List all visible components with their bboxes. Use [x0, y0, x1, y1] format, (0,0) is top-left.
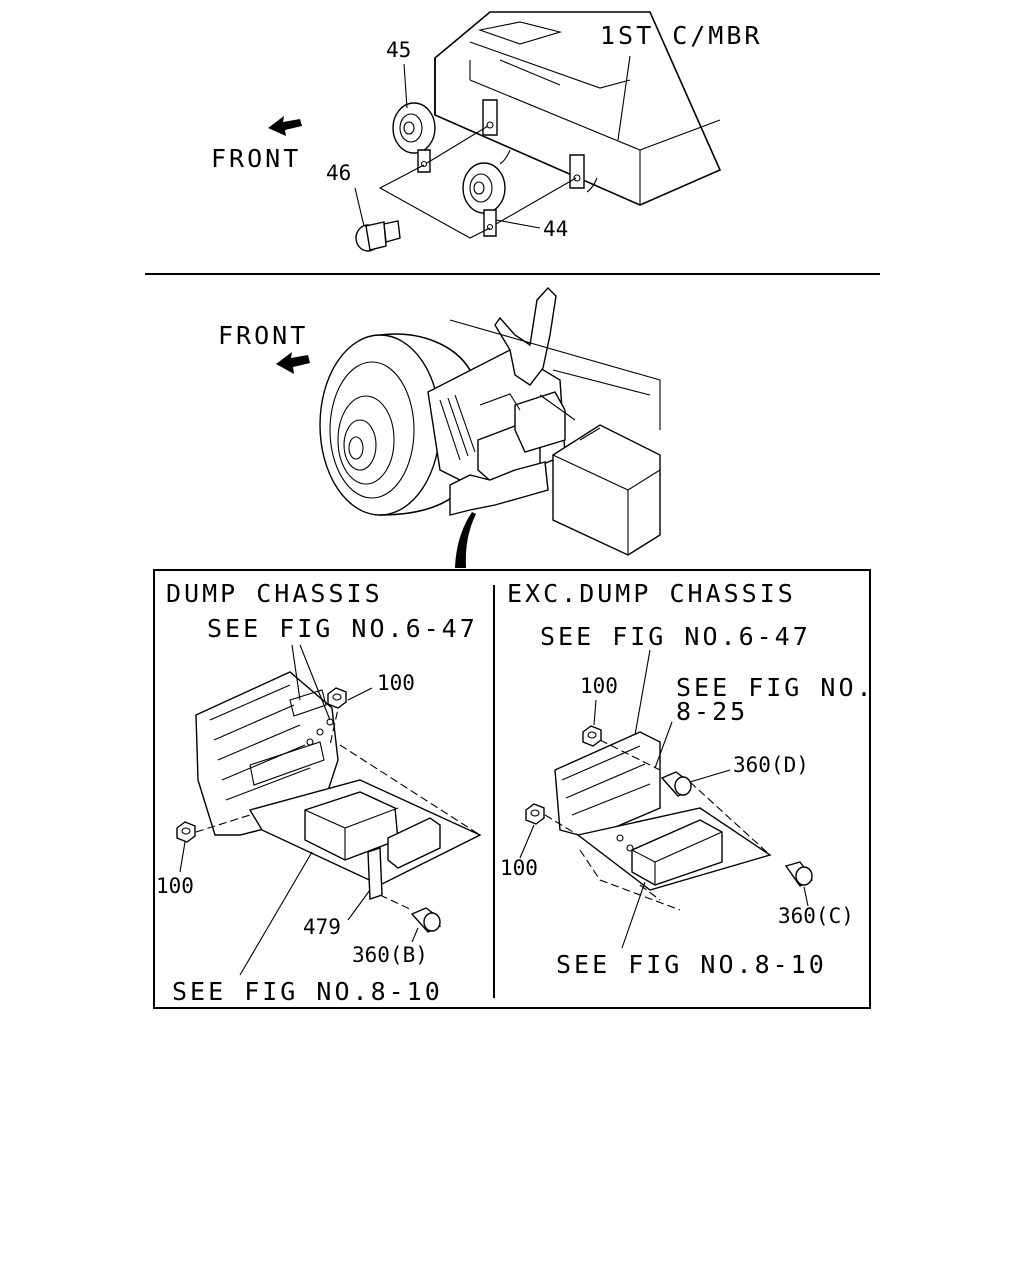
right-callout-360c: 360(C)	[778, 904, 854, 928]
front-label-middle: FRONT	[218, 321, 308, 350]
left-leader-lines	[179, 687, 419, 976]
front-arrow-icon-middle	[276, 352, 310, 374]
detail-box	[153, 569, 871, 1009]
dump-chassis-title: DUMP CHASSIS	[166, 579, 383, 608]
right-callout-100-lower: 100	[500, 856, 538, 880]
callout-46: 46	[326, 161, 351, 185]
crossmember-drawing	[434, 11, 722, 206]
horn-lower-44	[462, 162, 506, 237]
dump-bolt-360b	[410, 907, 441, 933]
right-callout-100-upper: 100	[580, 674, 618, 698]
battery-box-drawing	[552, 424, 661, 556]
detail-arrow-icon	[455, 512, 476, 568]
left-callout-100-upper: 100	[377, 671, 415, 695]
front-label-top: FRONT	[211, 144, 301, 173]
leader-lines-top	[354, 55, 631, 229]
right-callout-360d: 360(D)	[733, 753, 809, 777]
assembly-lines-top	[378, 125, 577, 239]
bolt-46	[355, 220, 401, 252]
dump-carrier-drawing	[195, 671, 482, 900]
left-see-fig-6-47: SEE FIG NO.6-47	[207, 614, 478, 643]
crossmember-label: 1ST C/MBR	[600, 21, 762, 50]
right-see-fig-8-10: SEE FIG NO.8-10	[556, 950, 827, 979]
callout-44: 44	[543, 217, 568, 241]
front-arrow-icon	[268, 116, 302, 136]
left-callout-360b: 360(B)	[352, 943, 428, 967]
exc-bolt-360d	[660, 771, 692, 797]
right-see-fig-8-25-line1: SEE FIG NO.	[676, 673, 875, 702]
exc-carrier-drawing	[554, 731, 772, 891]
dump-nut-upper	[327, 687, 347, 709]
exc-nut-upper	[582, 725, 602, 747]
right-see-fig-6-47: SEE FIG NO.6-47	[540, 622, 811, 651]
left-callout-479: 479	[303, 915, 341, 939]
right-see-fig-8-25-line2: 8-25	[676, 697, 748, 726]
exc-nut-lower	[525, 803, 545, 825]
exc-bolt-360c	[784, 861, 813, 887]
battery-carrier-drawing	[427, 286, 661, 516]
dump-nut-lower	[176, 821, 196, 843]
right-leader-lines	[519, 649, 809, 949]
exc-dump-chassis-title: EXC.DUMP CHASSIS	[507, 579, 796, 608]
left-callout-100-lower: 100	[156, 874, 194, 898]
left-see-fig-8-10: SEE FIG NO.8-10	[172, 977, 443, 1006]
callout-45: 45	[386, 38, 411, 62]
